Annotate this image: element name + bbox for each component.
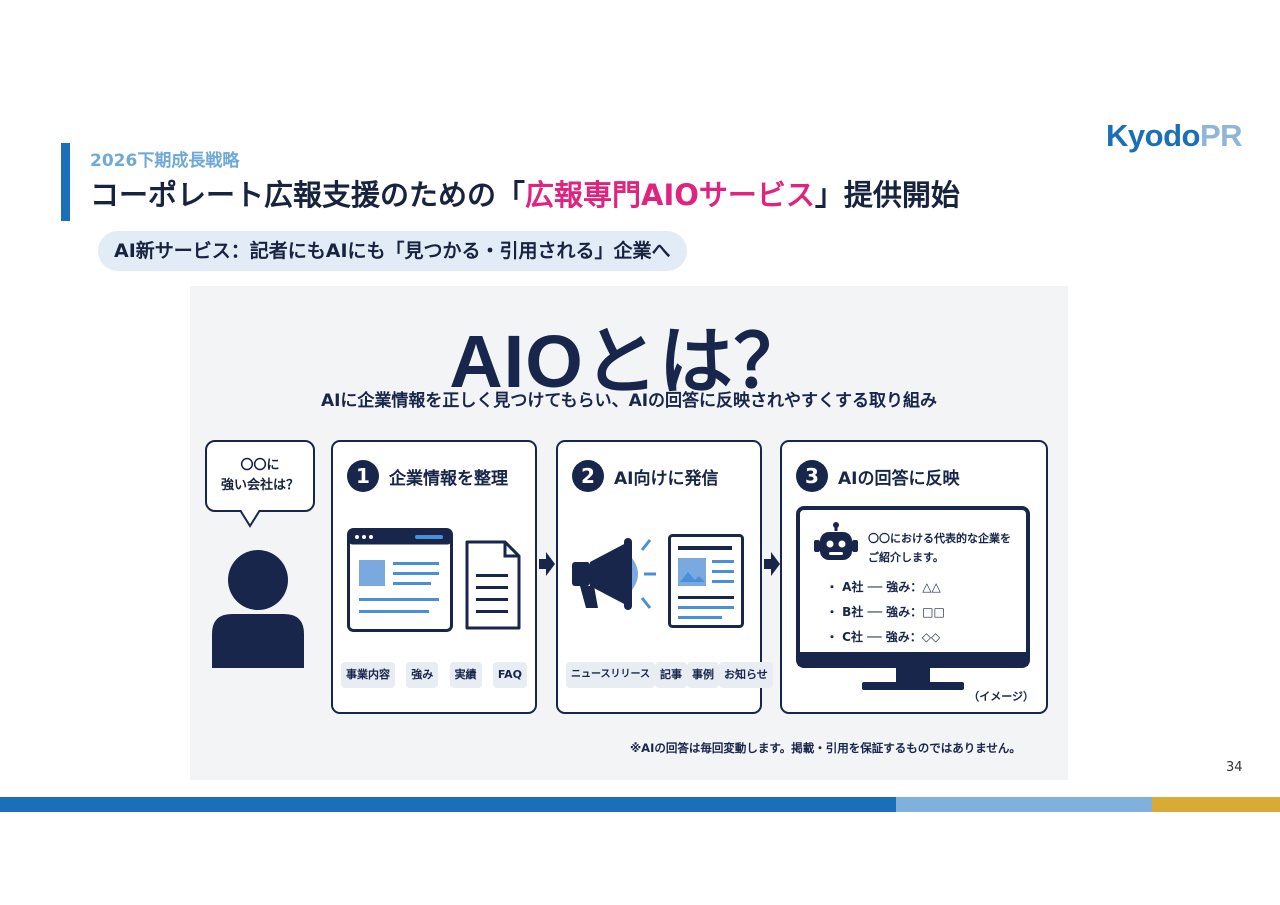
bubble-line-1: 〇〇に xyxy=(240,458,280,473)
person-icon xyxy=(212,550,304,668)
footer-bar-gold xyxy=(1152,797,1280,812)
step-title-2: AI向けに発信 xyxy=(614,469,719,489)
section-kicker: 2026下期成長戦略 xyxy=(90,151,240,171)
tag: ニュースリリース xyxy=(566,662,655,688)
logo-pr: PR xyxy=(1199,118,1243,153)
speech-bubble-icon: 〇〇に 強い会社は？ xyxy=(205,440,315,512)
step-panel-2: 2 AI向けに発信 ニュースリリース 記事 事例 xyxy=(556,440,773,714)
step-panel-3: 3 AIの回答に反映 〇〇における代表的な企業を ご紹介します。 ・ A社 ──… xyxy=(780,440,1048,714)
title-pre: コーポレート広報支援のための「 xyxy=(90,178,526,212)
aio-infographic: AIOとは？ AIに企業情報を正しく見つけてもらい、AIの回答に反映されやすくす… xyxy=(190,286,1068,780)
slide-title: コーポレート広報支援のための「広報専門AIOサービス」提供開始 xyxy=(90,172,960,214)
image-note: （イメージ） xyxy=(968,690,1034,703)
bubble-line-2: 強い会社は？ xyxy=(220,478,299,493)
ai-answer-line-1: 〇〇における代表的な企業を xyxy=(868,532,1011,545)
step-title-3: AIの回答に反映 xyxy=(838,469,960,489)
arrow-right-icon xyxy=(539,552,555,576)
ai-answer-item: ・ A社 ── 強み：△△ xyxy=(826,580,941,594)
title-highlight: 広報専門AIOサービス xyxy=(525,178,815,212)
news-article-icon xyxy=(668,534,744,628)
tag: お知らせ xyxy=(719,662,773,688)
footer-bar-lightblue xyxy=(896,797,1152,812)
ai-answer-item: ・ C社 ── 強み：◇◇ xyxy=(826,630,941,644)
tag: 事例 xyxy=(687,662,719,688)
title-post: 」提供開始 xyxy=(814,178,960,212)
title-accent-bar xyxy=(61,143,70,221)
infographic-subheading: AIに企業情報を正しく見つけてもらい、AIの回答に反映されやすくする取り組み xyxy=(320,391,938,411)
step-number-1: 1 xyxy=(347,460,379,492)
arrow-right-icon xyxy=(764,552,780,576)
subtitle-pill: AI新サービス：記者にもAIにも「見つかる・引用される」企業へ xyxy=(98,231,687,271)
kyodo-pr-logo: KyodoPR xyxy=(1106,118,1243,154)
browser-window-icon xyxy=(347,528,453,632)
tag: 強み xyxy=(406,662,439,688)
step-tags-2: ニュースリリース 記事 事例 お知らせ xyxy=(566,662,773,688)
tag: FAQ xyxy=(492,662,527,688)
ai-answer-item: ・ B社 ── 強み：□□ xyxy=(826,605,945,619)
step-tags-1: 事業内容 強み 実績 FAQ xyxy=(341,662,527,688)
megaphone-icon xyxy=(572,538,656,610)
robot-icon xyxy=(814,522,858,560)
tag: 実績 xyxy=(449,662,482,688)
page-number: 34 xyxy=(1226,760,1243,775)
footer-bar-blue xyxy=(0,797,896,812)
bubble-tail xyxy=(239,510,261,528)
ai-answer-line-2: ご紹介します。 xyxy=(868,551,944,564)
tag: 記事 xyxy=(655,662,687,688)
step-title-1: 企業情報を整理 xyxy=(389,469,508,489)
infographic-heading: AIOとは？ xyxy=(449,320,809,403)
step-number-3: 3 xyxy=(796,460,828,492)
tag: 事業内容 xyxy=(341,662,395,688)
document-icon xyxy=(465,540,521,630)
footnote: ※AIの回答は毎回変動します。掲載・引用を保証するものではありません。 xyxy=(630,741,1021,755)
logo-kyodo: Kyodo xyxy=(1106,118,1200,153)
step-number-2: 2 xyxy=(572,460,604,492)
step-panel-1: 1 企業情報を整理 事業内容 強み 実績 FAQ xyxy=(331,440,537,714)
